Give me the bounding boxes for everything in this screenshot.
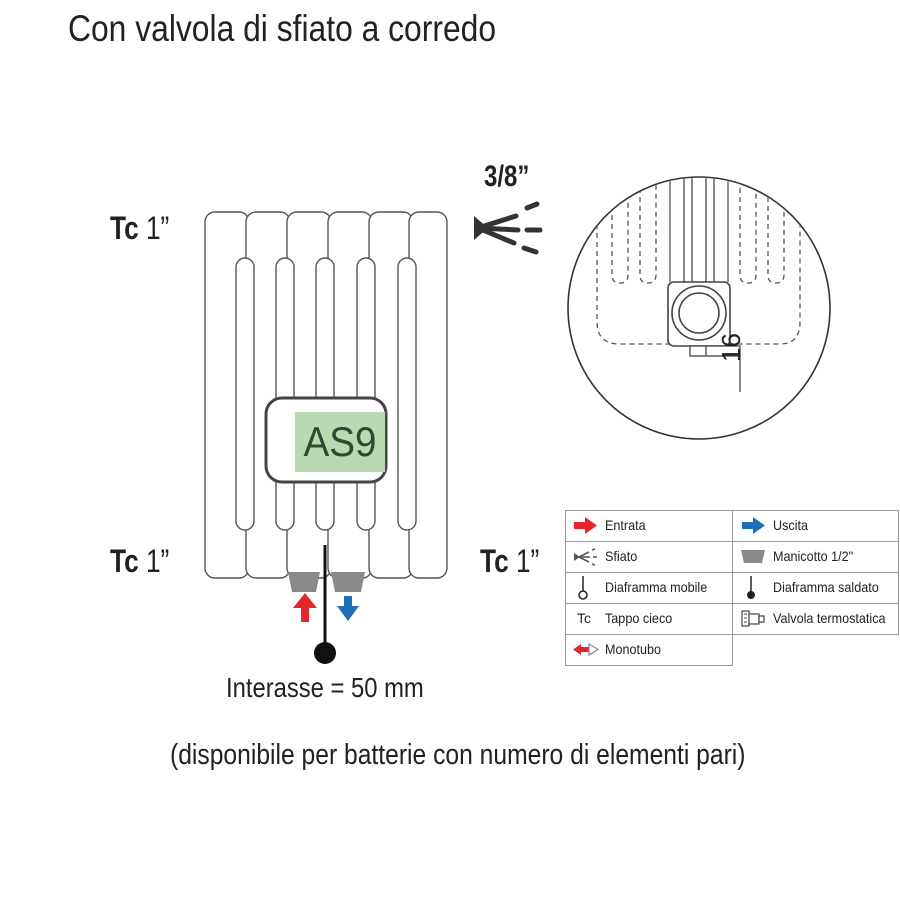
red-arrow-right-icon <box>571 510 599 541</box>
legend-label: Valvola termostatica <box>773 610 886 626</box>
legend-label: Diaframma saldato <box>773 579 879 595</box>
blue-arrow-right-icon <box>739 510 767 541</box>
legend-item-valvola-termostatica: Valvola termostatica <box>733 603 899 634</box>
legend-item-tappo-cieco: Tc Tappo cieco <box>565 603 731 634</box>
offset-dimension: 16 <box>716 333 746 362</box>
legend-label: Entrata <box>605 517 646 533</box>
vent-head <box>474 216 488 240</box>
detail-circle <box>567 176 831 440</box>
legend-item-sfiato: Sfiato <box>565 541 731 572</box>
legend-label: Sfiato <box>605 548 638 564</box>
vent-size-label: 3/8” <box>484 160 530 193</box>
interasse-dot <box>314 642 336 664</box>
tc-size: 1” <box>145 210 170 246</box>
radiator-channels <box>235 257 417 531</box>
legend-label: Diaframma mobile <box>605 579 708 595</box>
legend-item-uscita: Uscita <box>733 510 899 541</box>
tc-label-bottom-left: Tc 1” <box>110 543 169 580</box>
availability-note: (disponibile per batterie con numero di … <box>170 739 746 771</box>
thermostatic-valve-icon <box>739 603 767 634</box>
legend-label: Manicotto 1/2" <box>773 548 854 564</box>
tc-text-icon: Tc <box>577 610 591 626</box>
monotube-arrow-icon <box>571 634 600 665</box>
tc-label-top-left: Tc 1” <box>110 210 169 247</box>
legend-item-diaframma-mobile: Diaframma mobile <box>565 572 731 603</box>
outlet-arrow-icon <box>337 596 359 621</box>
legend-item-entrata: Entrata <box>565 510 731 541</box>
welded-diaphragm-icon <box>739 572 767 603</box>
tc-size: 1” <box>145 543 170 579</box>
legend-item-manicotto-1-2: Manicotto 1/2" <box>733 541 899 572</box>
legend-item-diaframma-saldato: Diaframma saldato <box>733 572 899 603</box>
tc-text: Tc <box>110 543 139 579</box>
vent-icon <box>571 541 599 572</box>
page-title: Con valvola di sfiato a corredo <box>68 8 497 49</box>
legend-grid <box>565 510 899 666</box>
sleeve-icon <box>739 541 767 572</box>
inlet-arrow-icon <box>293 593 317 622</box>
tc-text: Tc <box>480 543 509 579</box>
tc-text: Tc <box>110 210 139 246</box>
legend-label: Tappo cieco <box>605 610 673 626</box>
mobile-diaphragm-icon <box>571 572 599 603</box>
legend-label: Uscita <box>773 517 809 533</box>
tc-label-bottom-right: Tc 1” <box>480 543 539 580</box>
legend-item-monotubo: Monotubo <box>565 634 731 665</box>
interasse-label: Interasse = 50 mm <box>226 672 424 703</box>
tc-size: 1” <box>515 543 540 579</box>
bottom-sleeves <box>288 572 365 592</box>
model-label: AS9 <box>294 412 386 472</box>
legend-label: Monotubo <box>605 641 662 657</box>
